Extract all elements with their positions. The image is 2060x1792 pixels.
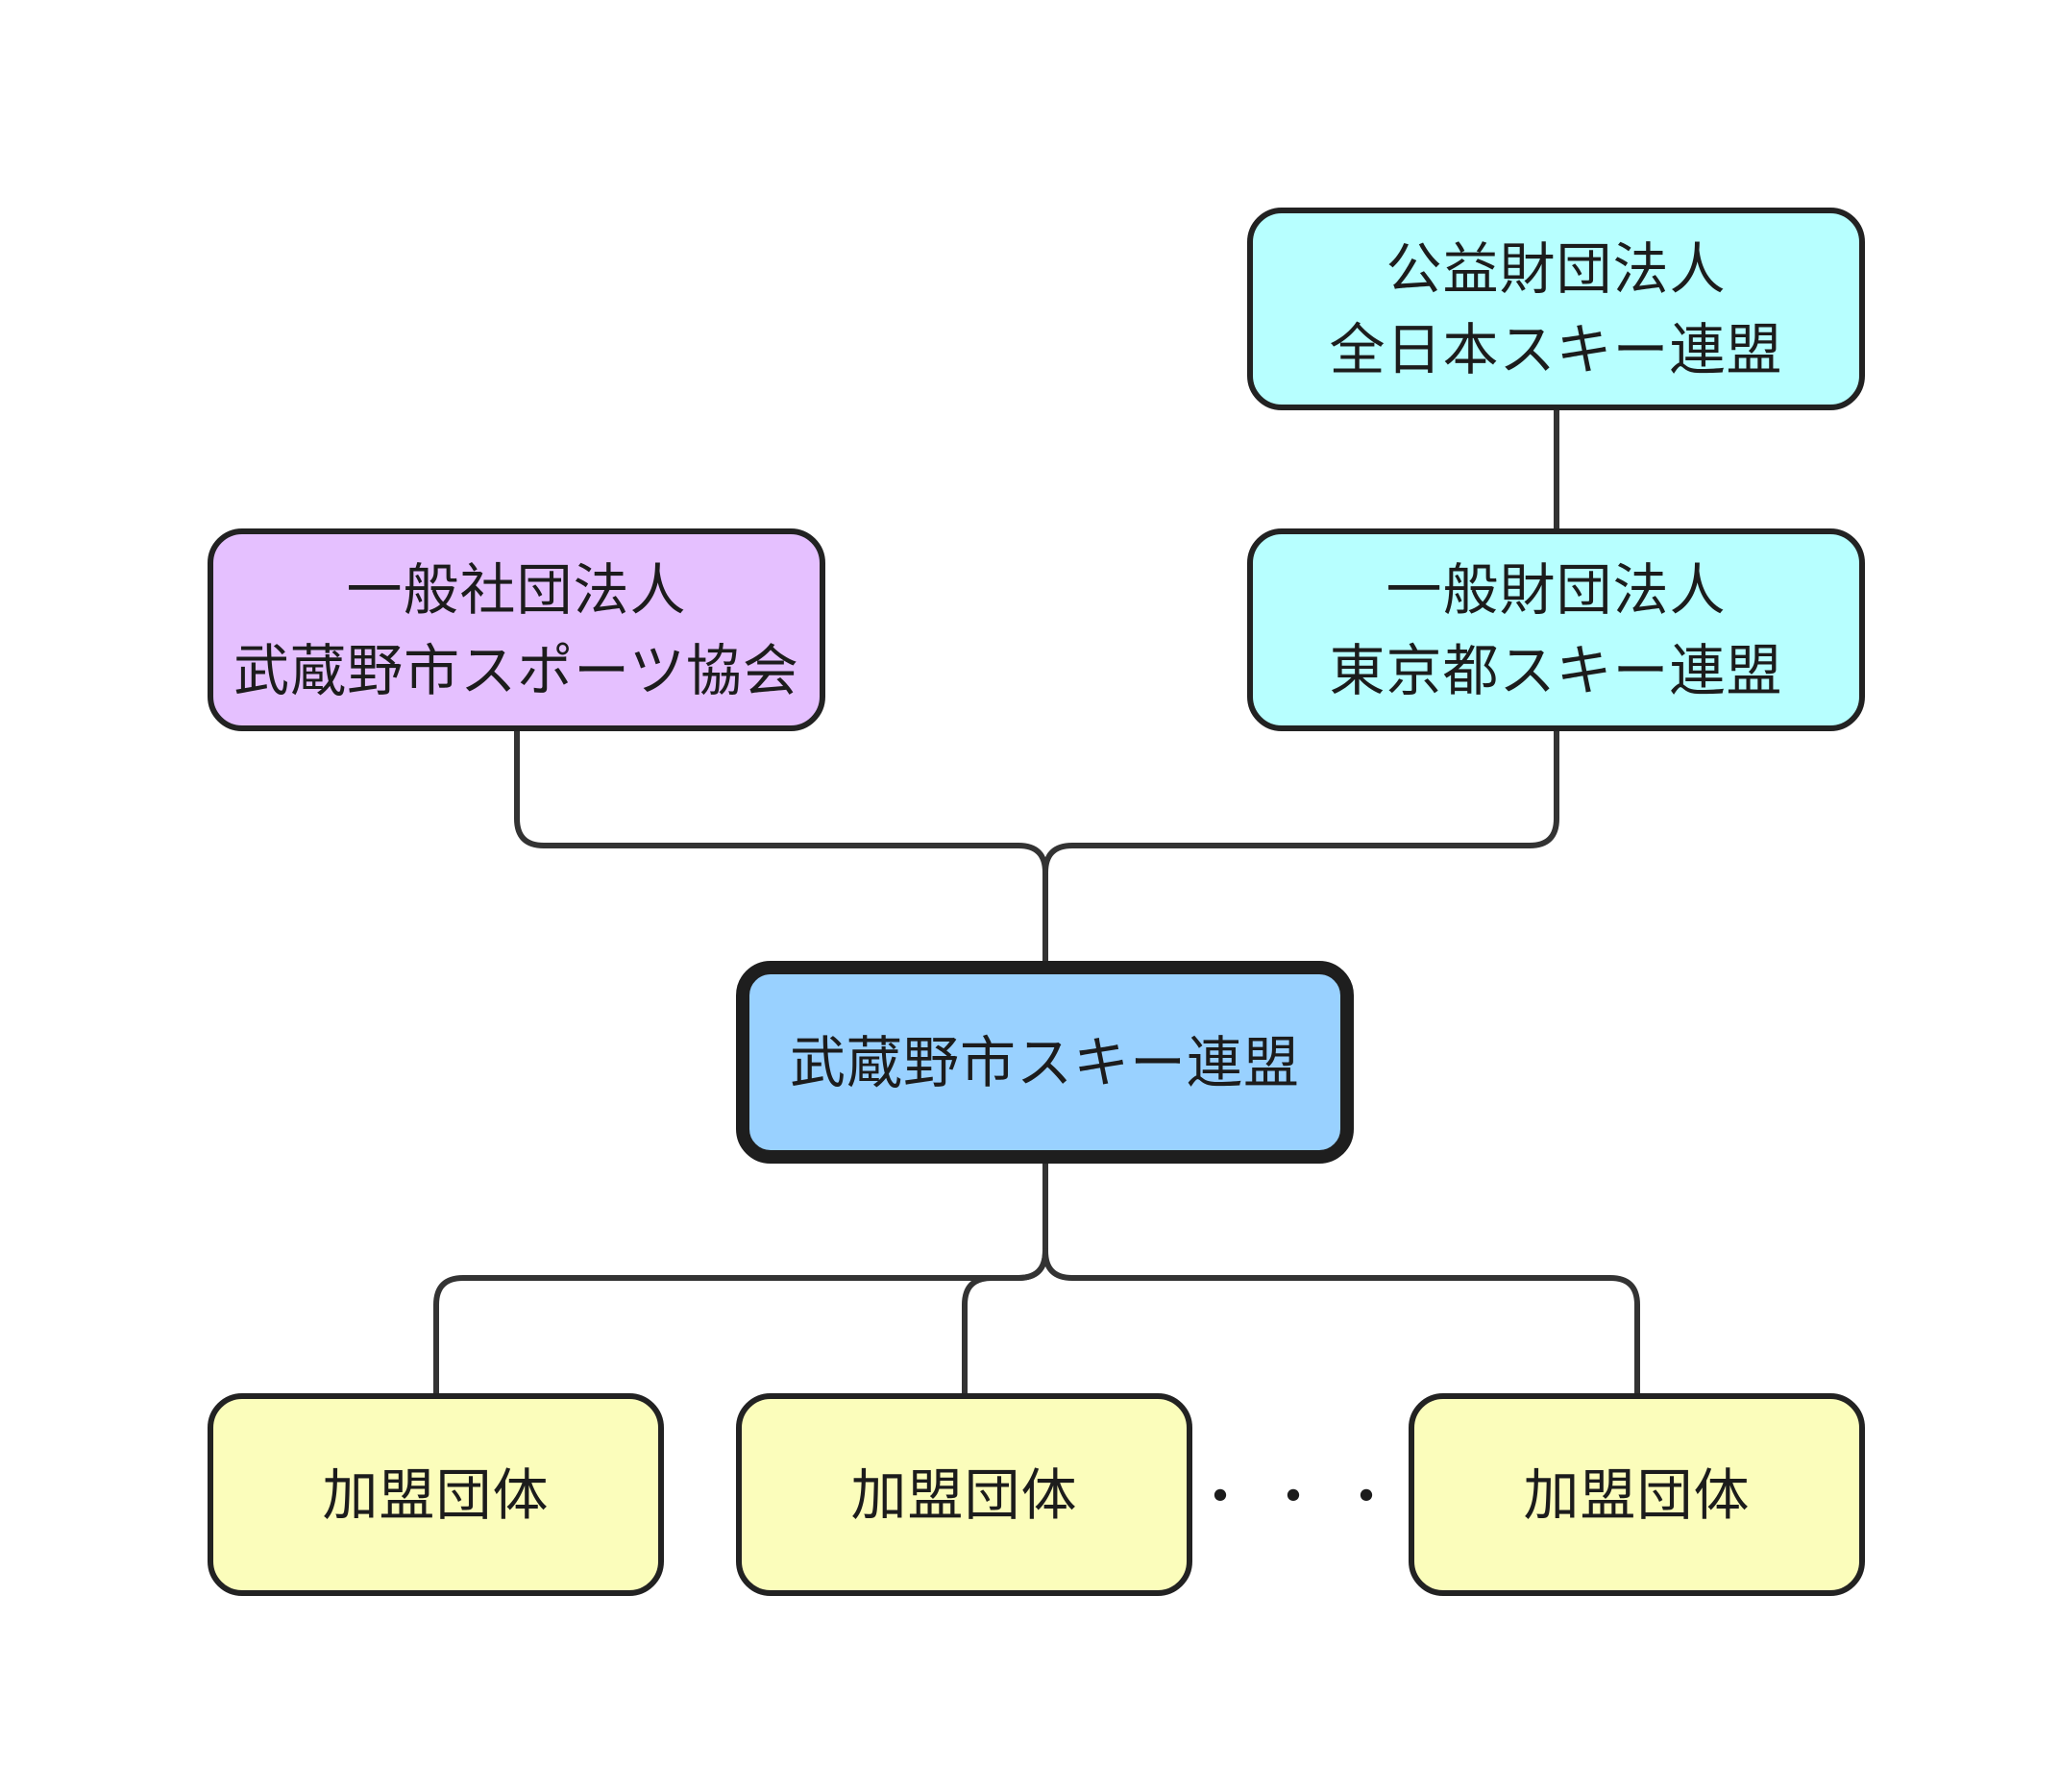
node-musashino-ski-federation: 武蔵野市スキー連盟 (736, 961, 1354, 1164)
node-sports-line1: 一般社団法人 (346, 556, 687, 623)
node-member-organization-1: 加盟団体 (208, 1393, 664, 1596)
node-member-1-label: 加盟団体 (322, 1461, 550, 1528)
node-sports-line2: 武蔵野市スポーツ協会 (233, 637, 799, 703)
node-tokyo-line2: 東京都スキー連盟 (1329, 637, 1783, 703)
node-all-japan-ski-federation: 公益財団法人 全日本スキー連盟 (1247, 208, 1865, 410)
edge-main-to-member-1 (433, 1161, 1048, 1396)
node-member-2-label: 加盟団体 (850, 1461, 1078, 1528)
edge-main-to-member-2 (962, 1248, 1048, 1396)
node-member-organization-3: 加盟団体 (1409, 1393, 1865, 1596)
edge-sports-to-main (514, 728, 1048, 964)
node-jsaf-line2: 全日本スキー連盟 (1329, 316, 1783, 382)
node-main-label: 武蔵野市スキー連盟 (789, 1029, 1300, 1095)
node-member-3-label: 加盟団体 (1523, 1461, 1751, 1528)
edge-main-to-member-3 (1042, 1248, 1640, 1396)
edge-tokyo-to-main (1042, 728, 1559, 875)
node-tokyo-line1: 一般財団法人 (1386, 556, 1727, 623)
node-member-organization-2: 加盟団体 (736, 1393, 1192, 1596)
node-jsaf-line1: 公益財団法人 (1386, 235, 1727, 302)
ellipsis-more-members: ・・・ (1192, 1464, 1412, 1530)
node-musashino-sports-association: 一般社団法人 武蔵野市スポーツ協会 (208, 528, 825, 731)
node-tokyo-ski-federation: 一般財団法人 東京都スキー連盟 (1247, 528, 1865, 731)
